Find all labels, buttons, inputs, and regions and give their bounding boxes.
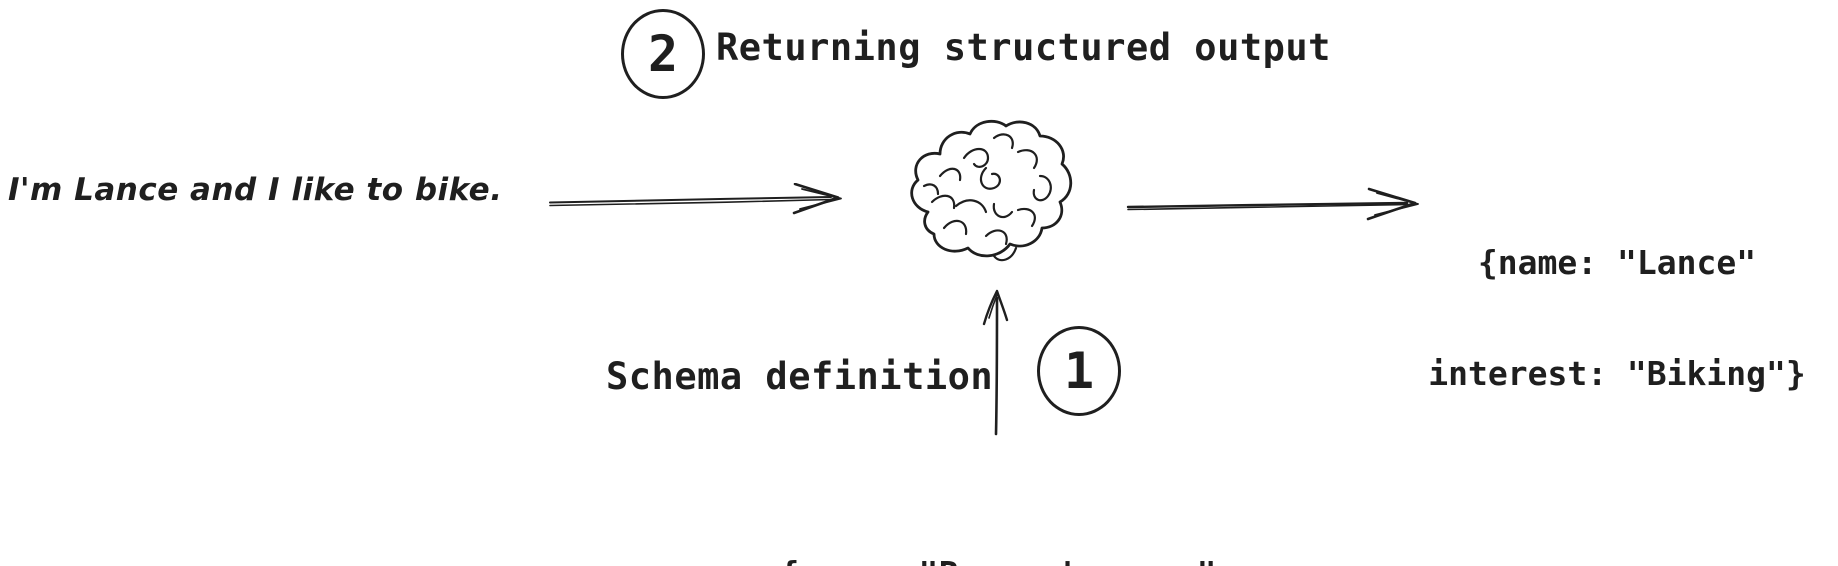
- schema-code-block: {name: "Person's name" interest: "Person…: [648, 481, 1348, 566]
- brain-icon: [910, 119, 1073, 262]
- arrow-right-input-icon: [549, 183, 842, 215]
- output-code-line-1: {name: "Lance": [1477, 243, 1757, 282]
- step-2-number: 2: [647, 25, 679, 83]
- input-message-text: I'm Lance and I like to bike.: [8, 172, 503, 208]
- arrow-right-output-icon: [1126, 187, 1419, 221]
- step-1-badge: 1: [1037, 326, 1121, 416]
- step-2-badge: 2: [621, 9, 705, 99]
- step-2-label: Returning structured output: [716, 26, 1331, 69]
- step-1-number: 1: [1063, 342, 1095, 400]
- arrow-up-icon: [982, 289, 1009, 436]
- output-code-line-2: interest: "Biking"}: [1428, 354, 1806, 393]
- step-1-label: Schema definition: [606, 355, 994, 398]
- schema-code-line-1: {name: "Person's name": [648, 555, 1348, 566]
- output-code-block: {name: "Lance" interest: "Biking"}: [1396, 170, 1838, 466]
